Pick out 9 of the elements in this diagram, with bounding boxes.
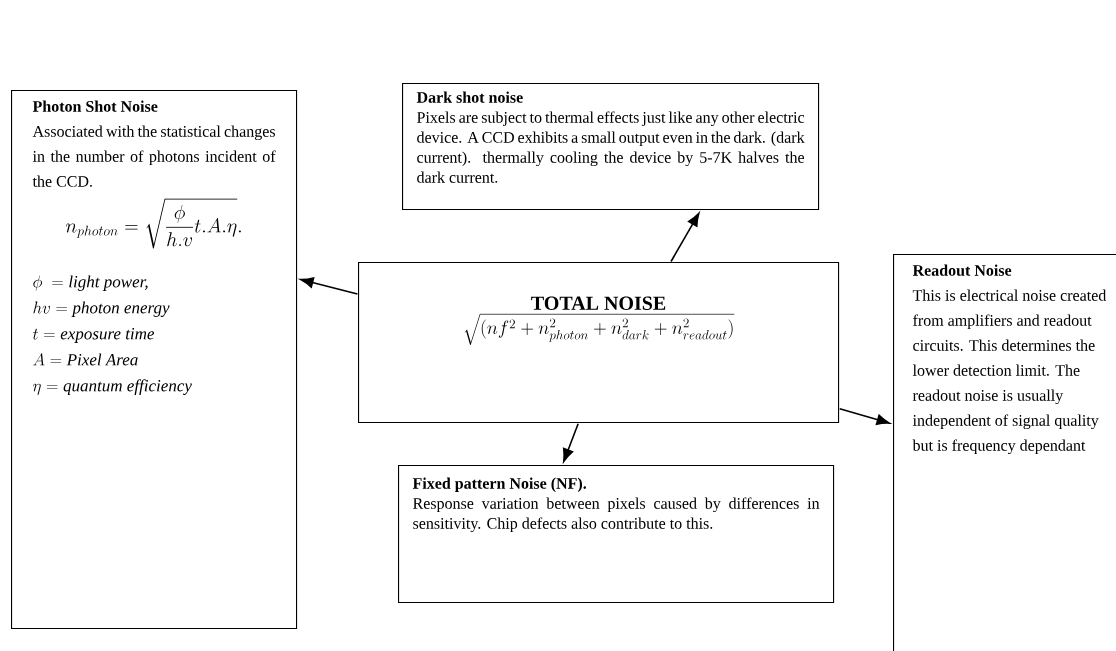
central-box: TOTAL NOISE $\sqrt{(nf^{2} + n_{photon}^{2} + n_{dark}^{2} + n_{readout}^{2})}$ bbox=[358, 262, 840, 424]
info-box: Dark shot noise Pixels are subject to thermal effects just like any other electric device. A CCD exhibits a small output even in the dark. (dark current). thermally cooling the device by 5-7K halves the dark current. bbox=[402, 83, 820, 211]
arrow bbox=[562, 422, 579, 463]
arrow bbox=[670, 212, 700, 263]
info-box: Readout Noise This is electrical noise created from amplifiers and readout circuits. This determines the lower detection limit. The readout noise is usually independent of signal quality but is frequency dependant bbox=[893, 254, 1116, 651]
arrow bbox=[300, 277, 359, 295]
info-box: Photon Shot Noise Associated with the statistical changes in the number of photons incident of the CCD. $n_{photon} = \sqrt{\frac{\phi}{h.v} t.A.\eta}.$ $\phi\ = \textit{light power,}$ $hv = \textit{photon energy}$ $t = \textit{exposure time}$ $A = \textit{Pixel Area}$ $\eta = \textit{quantum efficiency}$ bbox=[11, 90, 298, 630]
info-box: Fixed pattern Noise (NF). Response variation between pixels caused by differences in sensitivity. Chip defects also contribute to this. bbox=[398, 465, 835, 604]
arrow bbox=[838, 407, 891, 426]
